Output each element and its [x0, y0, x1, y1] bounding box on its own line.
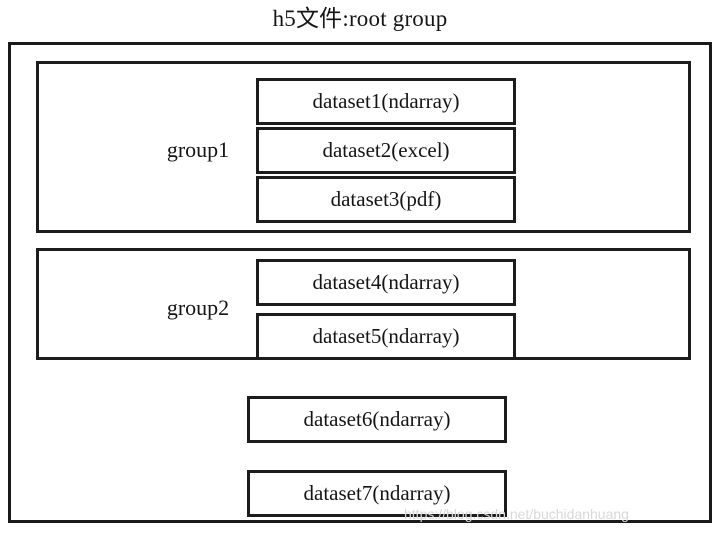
group-label-group2: group2 — [166, 295, 230, 320]
dataset-box-dataset2: dataset2(excel) — [256, 127, 516, 174]
dataset-box-dataset3: dataset3(pdf) — [256, 176, 516, 223]
page-title: h5文件:root group — [272, 6, 448, 31]
dataset-box-dataset5: dataset5(ndarray) — [256, 313, 516, 360]
group-box-group1: group1 dataset1(ndarray) dataset2(excel)… — [36, 61, 691, 233]
dataset-box-dataset7: dataset7(ndarray) — [247, 470, 507, 517]
dataset-box-dataset6: dataset6(ndarray) — [247, 396, 507, 443]
dataset-box-dataset1: dataset1(ndarray) — [256, 78, 516, 125]
group-box-group2: group2 dataset4(ndarray) dataset5(ndarra… — [36, 248, 691, 360]
dataset-box-dataset4: dataset4(ndarray) — [256, 259, 516, 306]
root-group-frame: group1 dataset1(ndarray) dataset2(excel)… — [8, 42, 712, 523]
group-label-group1: group1 — [166, 137, 230, 162]
